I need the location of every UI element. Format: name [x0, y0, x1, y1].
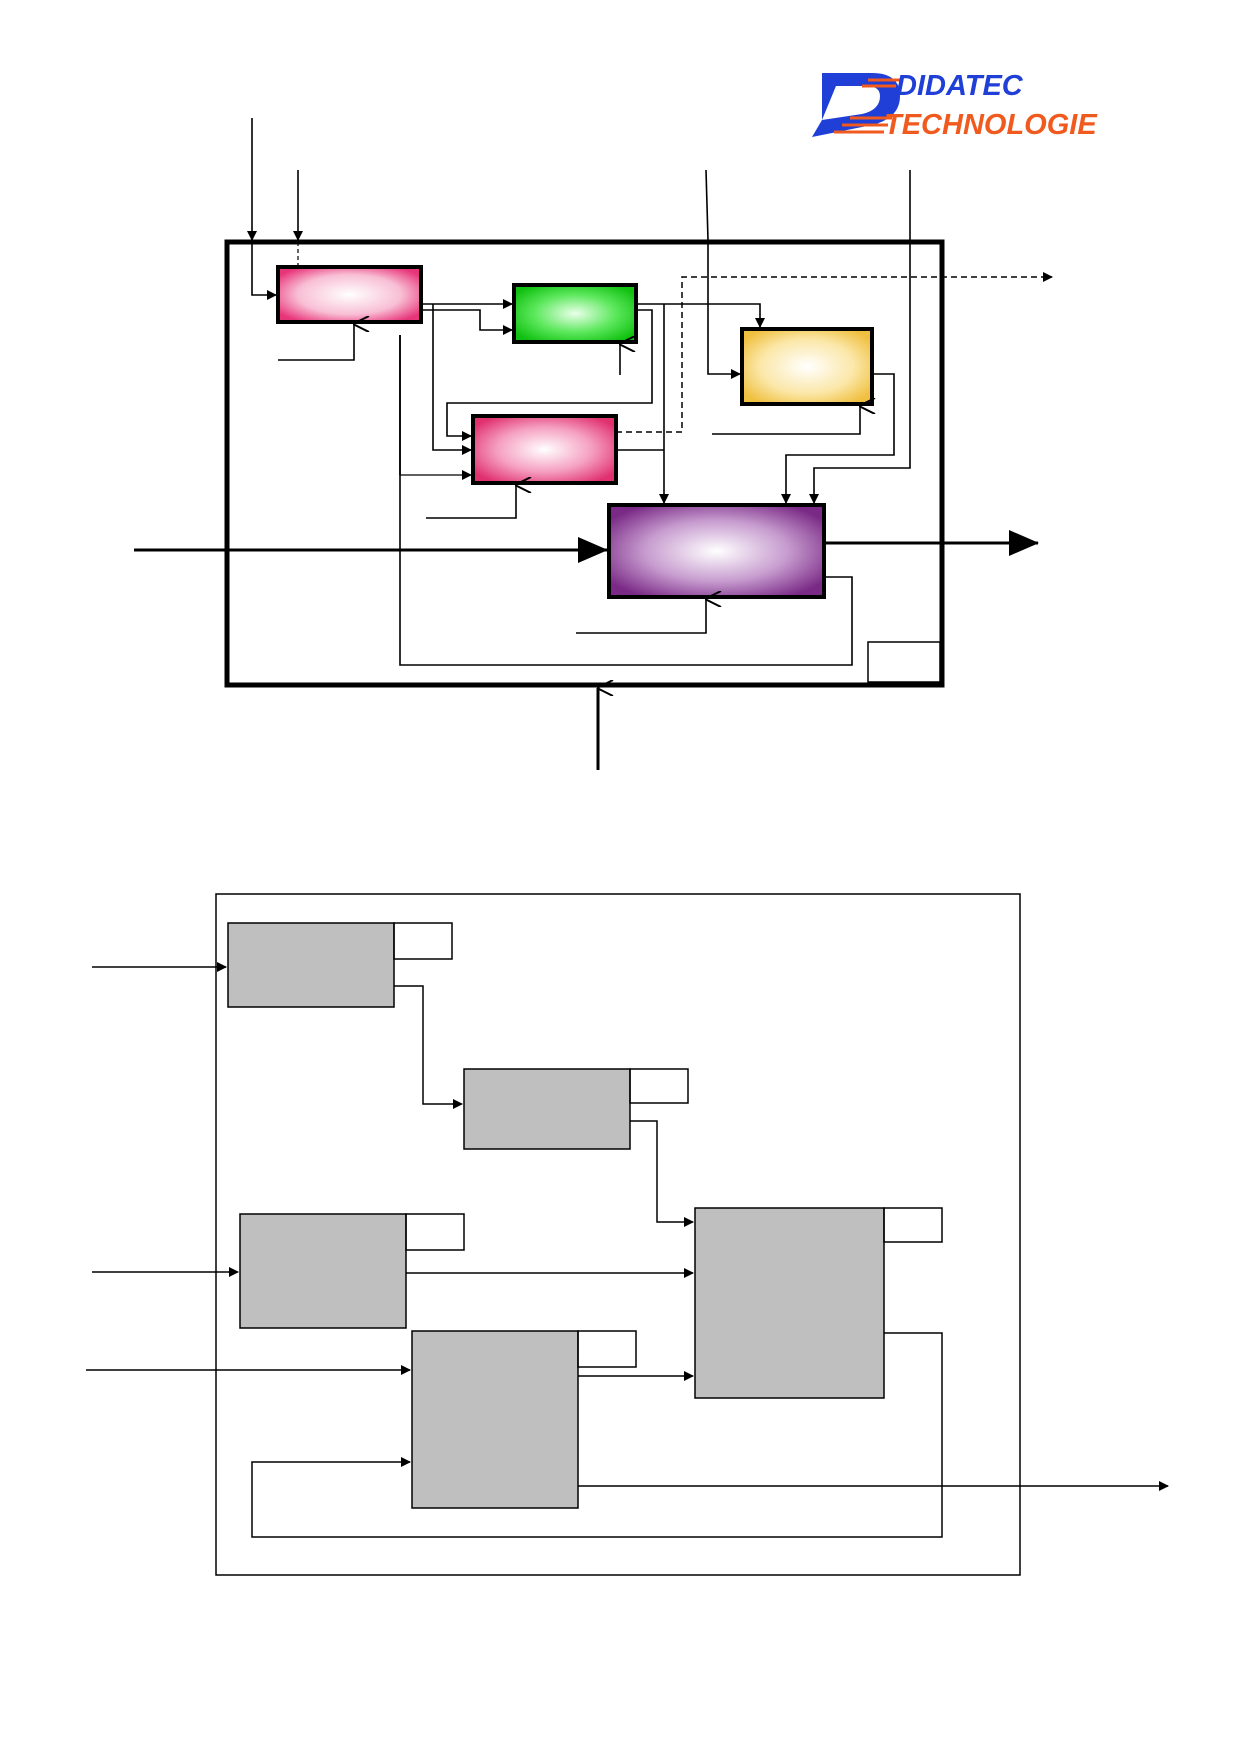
node-box-5: [694, 1207, 885, 1399]
logo-line1: DIDATEC: [896, 70, 1024, 102]
node-box-3: [239, 1213, 407, 1329]
process-box-yellow: [740, 327, 874, 406]
didatec-logo: DIDATEC TECHNOLOGIE: [812, 70, 1098, 141]
logo-line2: TECHNOLOGIE: [884, 109, 1098, 141]
node-box-1: [227, 922, 395, 1008]
diagram-bottom: [86, 893, 1169, 1576]
corner-label-box: [867, 641, 941, 683]
node-tab-2: [629, 1068, 689, 1104]
node-box-4: [411, 1330, 579, 1509]
outer-frame-2: [215, 893, 1021, 1576]
process-box-green: [512, 283, 638, 344]
outer-frame: [224, 239, 945, 688]
logo-speed-lines-icon: [834, 78, 900, 134]
node-tab-1: [393, 922, 453, 960]
node-tab-3: [405, 1213, 465, 1251]
input-arrow: [705, 169, 709, 241]
node-box-2: [463, 1068, 631, 1150]
diagram-top: [134, 118, 1053, 770]
process-box-pink: [276, 265, 423, 324]
logo-mark-icon: [812, 73, 900, 137]
node-tab-4: [577, 1330, 637, 1368]
process-box-magenta: [471, 414, 618, 485]
process-box-purple: [607, 503, 826, 599]
node-tab-5: [883, 1207, 943, 1243]
